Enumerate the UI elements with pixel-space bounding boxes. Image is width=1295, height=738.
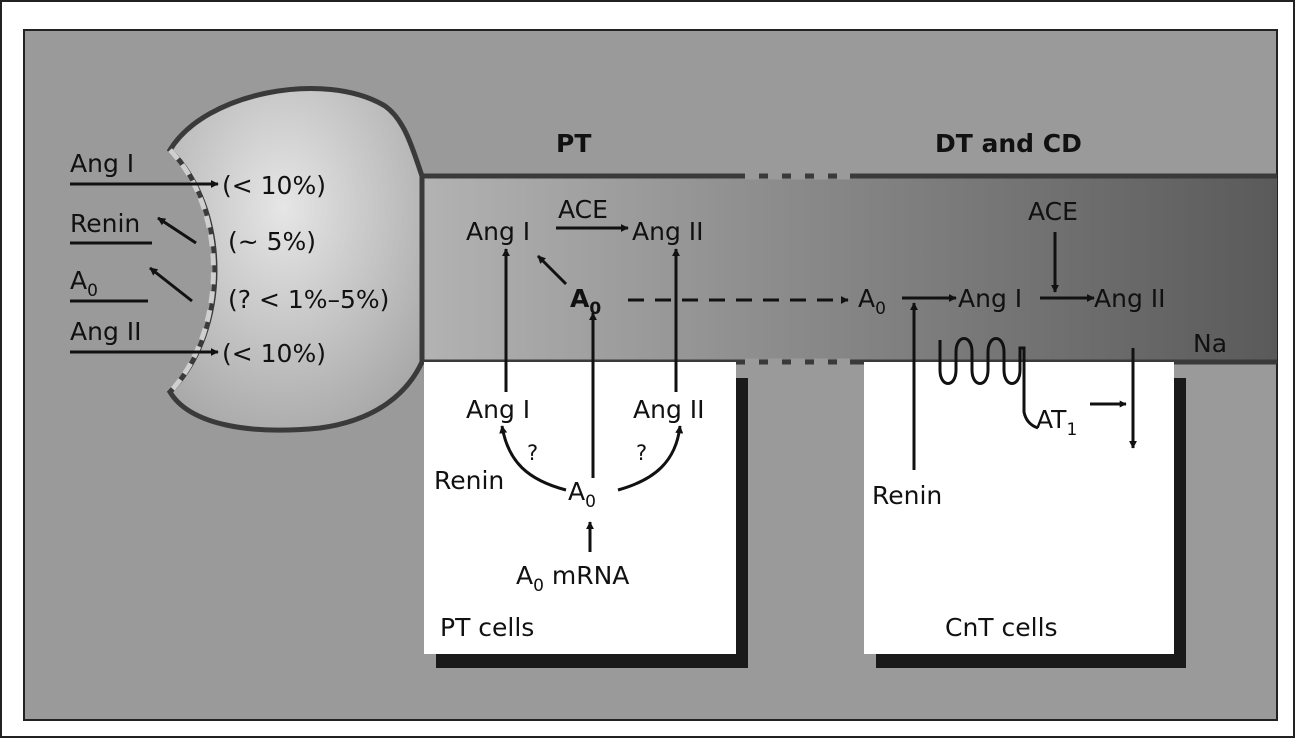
left-ang1-label: Ang I <box>70 149 134 178</box>
at1-receptor <box>938 337 1039 430</box>
cnt-cell-renin: Renin <box>872 481 942 510</box>
cnt-cells-label: CnT cells <box>945 613 1058 642</box>
pt-cell-a0-to-ang1-arrow <box>499 425 567 492</box>
pt-lumen-ang2: Ang II <box>632 217 704 246</box>
cnt-cells-box <box>864 362 1174 654</box>
pt-cell-question-2: ? <box>636 441 647 465</box>
pt-cells-label: PT cells <box>440 613 534 642</box>
pt-cell-renin: Renin <box>434 466 504 495</box>
left-a0-label: A0 <box>70 266 98 301</box>
na-label: Na <box>1193 329 1227 358</box>
dt-lumen-ang1: Ang I <box>958 284 1022 313</box>
filtration-barrier <box>168 148 216 394</box>
pt-cell-a0: A0 <box>568 477 596 512</box>
pt-a0-to-ang1-arrow <box>536 254 568 286</box>
pt-header: PT <box>556 129 591 158</box>
pct-a0: (? < 1%–5%) <box>228 285 389 314</box>
pct-renin: (~ 5%) <box>228 227 316 256</box>
dt-lumen-ang2: Ang II <box>1094 284 1166 313</box>
left-a0-arrow <box>149 266 193 303</box>
pt-cell-ang2: Ang II <box>633 395 705 424</box>
tubule-lumen <box>330 176 1277 362</box>
pt-cell-a0-to-ang2-arrow <box>617 425 684 492</box>
pt-cell-ang1: Ang I <box>466 395 530 424</box>
pt-cell-a0-mrna: A0 mRNA <box>516 561 629 596</box>
cnt-cell-at1: AT1 <box>1036 405 1077 440</box>
left-renin-arrow <box>157 216 197 245</box>
pt-cell-question-1: ? <box>527 441 538 465</box>
dt-lumen-a0: A0 <box>858 284 886 319</box>
left-renin-label: Renin <box>70 209 140 238</box>
dt-lumen-ace: ACE <box>1028 197 1078 226</box>
pct-ang1: (< 10%) <box>222 171 326 200</box>
pct-ang2: (< 10%) <box>222 339 326 368</box>
left-ang2-label: Ang II <box>70 317 142 346</box>
pt-lumen-ang1: Ang I <box>466 217 530 246</box>
pt-cells-box <box>424 362 736 654</box>
glomerulus-bulb <box>166 86 425 433</box>
dt-cd-header: DT and CD <box>935 129 1082 158</box>
pt-lumen-ace: ACE <box>558 195 608 224</box>
